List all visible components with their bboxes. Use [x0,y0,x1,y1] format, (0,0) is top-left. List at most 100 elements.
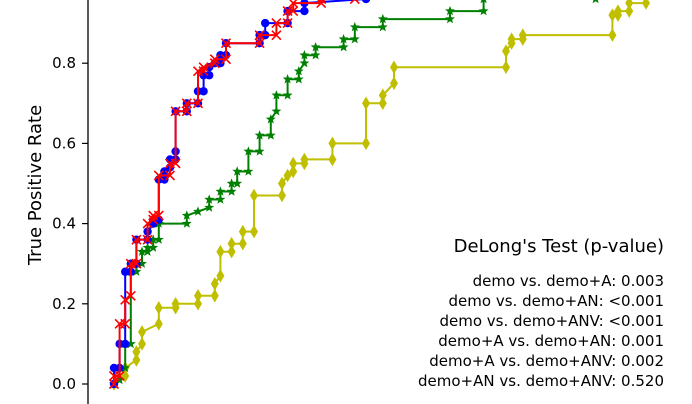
data-point-star [148,242,159,252]
data-point-diamond [227,244,236,259]
data-point-star [232,166,243,176]
data-point-diamond [216,268,225,283]
data-point-diamond [390,76,398,90]
data-point-star [125,338,136,349]
data-point-star [293,74,304,84]
data-point-star [232,178,243,188]
data-point-star [282,90,293,100]
data-point-x [192,98,204,109]
data-point-x [198,62,209,73]
annotation-line: demo vs. demo+AN: <0.001 [449,292,664,310]
data-point-x [349,0,360,5]
data-point-diamond [390,60,398,74]
data-point-star [349,21,360,32]
data-point-x [142,218,153,229]
data-point-diamond [154,301,163,315]
data-point-diamond [138,325,146,339]
data-point-x [142,234,153,245]
data-point-diamond [507,32,516,46]
data-point-diamond [644,0,648,2]
data-point-x [288,6,299,17]
data-point-diamond [625,4,634,18]
data-point-star [592,0,599,4]
data-point-diamond [278,176,286,191]
data-point-star [265,114,276,124]
data-point-star [131,266,142,276]
data-point-diamond [238,236,247,251]
data-point-x [209,58,220,69]
data-point-diamond [210,289,219,303]
data-point-diamond [378,88,387,103]
data-point-diamond [362,96,370,111]
y-tick-label: 0.4 [52,215,76,233]
data-point-diamond [502,60,510,74]
data-point-diamond [362,136,370,151]
series-group [108,0,360,390]
data-point-x [254,30,265,41]
data-point-diamond [328,152,337,167]
series-group [110,0,650,391]
data-point-star [293,66,304,76]
data-point-star [243,146,254,156]
data-point-diamond [194,289,202,303]
data-point-x [164,170,176,181]
data-point-x [170,106,181,117]
data-point-star [142,246,153,256]
data-point-star [480,0,487,4]
data-point-star [478,5,489,16]
data-point-x [209,54,220,65]
annotation-line: demo+A vs. demo+ANV: 0.002 [429,352,664,370]
data-point-star [282,74,293,84]
data-point-star [445,5,455,16]
data-point-x [120,294,131,305]
data-point-x [181,98,192,109]
data-point-circle [300,6,309,16]
data-point-x [131,234,142,245]
data-point-star [299,58,310,68]
data-point-circle [160,175,169,184]
data-point-diamond [138,337,146,351]
y-tick-label: 0.0 [52,375,76,393]
data-point-diamond [328,136,337,151]
data-point-x [148,214,159,225]
data-point-star [338,33,349,44]
annotation-line: demo vs. demo+ANV: <0.001 [440,312,665,330]
data-point-circle [199,87,208,96]
data-point-star [271,106,282,116]
data-point-star [310,49,321,60]
data-point-x [170,158,181,169]
annotation-line: demo vs. demo+A: 0.003 [473,272,664,290]
series-layer [108,0,650,391]
y-tick-label: 0.8 [52,54,76,72]
data-point-star [445,13,455,24]
data-point-circle [205,71,214,80]
data-point-diamond [300,152,309,167]
data-point-diamond [289,156,298,171]
data-point-x [153,210,164,221]
data-point-diamond [227,236,236,251]
data-point-circle [121,339,130,349]
data-point-star [349,33,360,44]
data-point-star [153,234,164,244]
data-point-diamond [132,353,141,367]
y-ticks: 0.00.20.40.60.8 [52,54,88,393]
y-tick-label: 0.2 [52,295,76,313]
annotation-title: DeLong's Test (p-value) [454,236,664,257]
data-point-diamond [614,4,622,18]
data-point-x [153,170,164,181]
data-point-star [204,194,215,204]
data-point-star [114,374,125,385]
data-point-star [377,13,388,24]
data-point-diamond [278,188,286,203]
data-point-star [310,41,321,52]
delong-annotation: DeLong's Test (p-value) demo vs. demo+A:… [418,236,664,390]
data-point-star [226,178,237,188]
data-point-diamond [210,277,219,291]
data-point-star [271,90,282,100]
data-point-star [148,234,159,244]
data-point-star [265,130,276,140]
data-point-diamond [250,224,258,239]
data-point-x [181,106,192,117]
data-point-star [338,41,349,52]
